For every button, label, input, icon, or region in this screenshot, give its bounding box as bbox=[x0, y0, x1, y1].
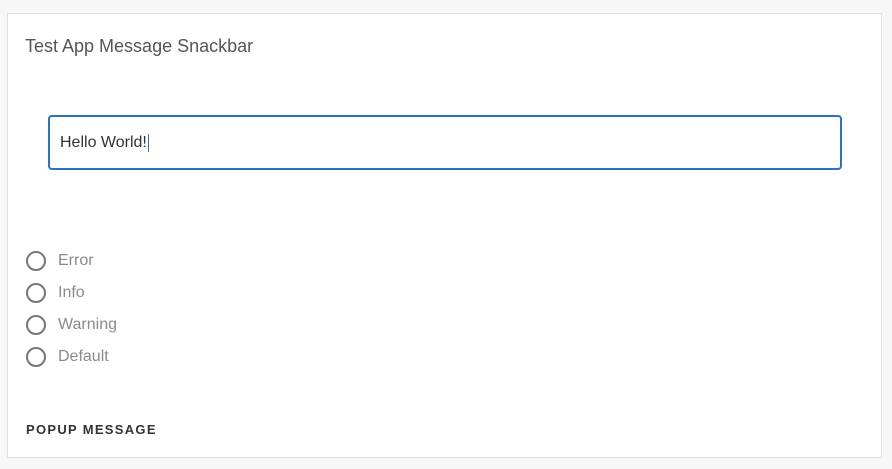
message-input-value: Hello World! bbox=[60, 133, 147, 151]
radio-warning[interactable]: Warning bbox=[26, 309, 117, 341]
radio-label: Default bbox=[58, 348, 109, 365]
popup-message-button[interactable]: POPUP MESSAGE bbox=[18, 418, 165, 441]
radio-error[interactable]: Error bbox=[26, 245, 117, 277]
radio-label: Error bbox=[58, 252, 94, 269]
page-title: Test App Message Snackbar bbox=[25, 36, 254, 56]
radio-default[interactable]: Default bbox=[26, 341, 117, 373]
radio-circle-icon[interactable] bbox=[26, 315, 46, 335]
snackbar-card: Test App Message Snackbar Hello World! E… bbox=[7, 13, 882, 458]
message-input[interactable]: Hello World! bbox=[48, 115, 842, 170]
radio-circle-icon[interactable] bbox=[26, 251, 46, 271]
radio-label: Info bbox=[58, 284, 85, 301]
radio-circle-icon[interactable] bbox=[26, 283, 46, 303]
message-type-radio-group: Error Info Warning Default bbox=[26, 245, 117, 373]
radio-label: Warning bbox=[58, 316, 117, 333]
text-caret bbox=[147, 133, 149, 152]
radio-circle-icon[interactable] bbox=[26, 347, 46, 367]
radio-info[interactable]: Info bbox=[26, 277, 117, 309]
